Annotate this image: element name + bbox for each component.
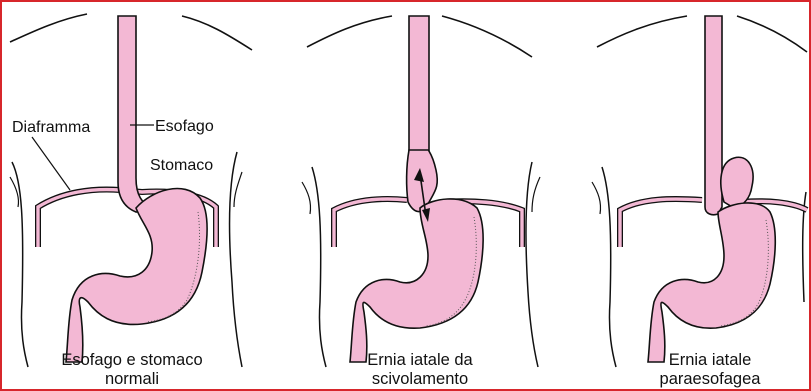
- stomach: [648, 203, 775, 362]
- caption-normal-line2: normali: [105, 370, 159, 388]
- caption-normal-line1: Esofago e stomaco: [61, 351, 202, 369]
- panel-sliding-hernia: Ernia iatale da scivolamento: [302, 16, 540, 388]
- stomach: [350, 199, 483, 362]
- caption-paraesophageal-line2: paraesofagea: [660, 370, 762, 388]
- right-flank-outline: [230, 152, 242, 367]
- left-shoulder-outline: [10, 14, 87, 42]
- panel-normal: Diaframma Esofago Stomaco Esofago e stom…: [10, 14, 252, 388]
- caption-sliding-line2: scivolamento: [372, 370, 468, 388]
- stomach-label: Stomaco: [150, 157, 213, 174]
- esophagus: [118, 16, 152, 212]
- esophagus-label: Esofago: [155, 118, 214, 135]
- diaphragm-label: Diaframma: [12, 119, 90, 136]
- stomach: [66, 189, 207, 362]
- esophagus: [409, 16, 429, 152]
- esophagus: [705, 16, 722, 215]
- diaphragm-leader: [32, 137, 70, 190]
- caption-sliding-line1: Ernia iatale da: [367, 351, 473, 369]
- right-shoulder-outline: [182, 16, 252, 50]
- panel-paraesophageal-hernia: Ernia iatale paraesofagea: [592, 16, 807, 388]
- left-flank-outline: [12, 162, 28, 367]
- caption-paraesophageal-line1: Ernia iatale: [669, 351, 752, 369]
